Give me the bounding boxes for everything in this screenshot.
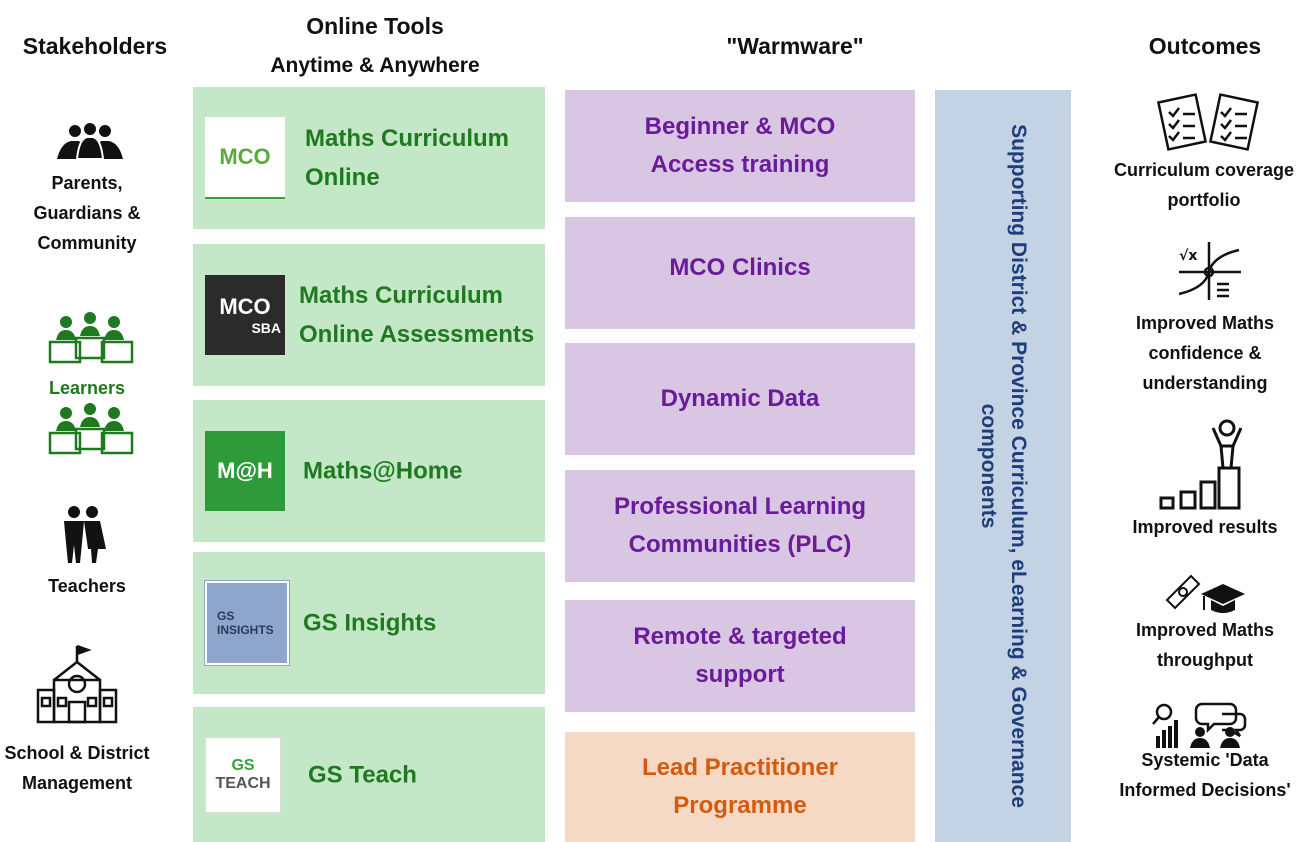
stakeholders-header: Stakeholders [22,33,168,59]
outcome-label: Improved Maths confidence & understandin… [1135,313,1275,393]
checklist-documents-icon [1156,93,1260,151]
sba-logo-text: SBA [251,320,281,336]
gs-insights-logo-text: GS INSIGHTS [217,609,274,637]
online-tools-subheader: Anytime & Anywhere [270,54,480,77]
warmware-label: Lead Practitioner Programme [641,754,839,819]
online-tools-header: Online Tools [306,13,444,39]
teach-logo-text: TEACH [215,774,271,792]
tool-label: GS Teach [308,761,417,788]
mco-logo-text: MCO [219,294,271,319]
outcomes-header: Outcomes [1148,33,1262,59]
stakeholder-label: Teachers [48,576,126,596]
outcome-label: Improved Maths throughput [1135,620,1275,670]
outcome-label: Curriculum coverage portfolio [1113,160,1295,210]
stakeholder-label: Learners [48,378,126,398]
math-graph-icon: √x [1178,242,1241,300]
warmware-beginner-training[interactable]: Beginner & MCO Access training [565,90,915,202]
data-discussion-icon [1152,702,1247,748]
svg-text:√x: √x [1179,248,1197,264]
outcome-label: Systemic 'Data Informed Decisions' [1119,750,1291,800]
warmware-label: Professional Learning Communities (PLC) [613,493,867,558]
warmware-lead-practitioner[interactable]: Lead Practitioner Programme [565,732,915,842]
stakeholder-label: Parents, Guardians & Community [33,173,141,253]
gs-logo-text: GS [231,756,255,774]
warmware-header: "Warmware" [726,33,864,59]
outcome-label: Improved results [1132,517,1278,537]
graduation-diploma-icon [1165,574,1245,613]
tool-mco-assessments[interactable]: MCO SBA Maths Curriculum Online Assessme… [193,244,545,386]
tool-gs-teach[interactable]: GS TEACH GS Teach [193,707,545,842]
warmware-label: Beginner & MCO Access training [644,113,836,178]
school-building-icon [36,644,118,724]
mah-logo-text: M@H [217,458,273,483]
tool-label: Maths@Home [303,457,463,485]
support-bar-label: Supporting District & Province Curriculu… [977,124,1030,808]
people-group-icon [57,123,123,160]
learners-icon [48,312,134,364]
teachers-icon [64,506,106,563]
podium-person-icon [1159,419,1243,510]
tool-label: GS Insights [303,609,437,637]
stakeholder-label: School & District Management [4,743,150,793]
support-bar: Supporting District & Province Curriculu… [935,90,1071,842]
warmware-remote-support[interactable]: Remote & targeted support [565,600,915,712]
tool-label: Maths Curriculum Online Assessments [299,282,535,348]
learners-icon [48,403,134,455]
tool-mco[interactable]: MCO Maths Curriculum Online [193,87,545,229]
warmware-label: Dynamic Data [660,385,820,412]
mco-sba-logo: MCO SBA [205,275,285,355]
tool-gs-insights[interactable]: GS INSIGHTS GS Insights [193,552,545,694]
gs-teach-logo: GS TEACH [205,736,281,813]
warmware-label: MCO Clinics [669,254,811,281]
warmware-plc[interactable]: Professional Learning Communities (PLC) [565,470,915,582]
warmware-label: Remote & targeted support [633,623,847,688]
gs-insights-logo: GS INSIGHTS [204,580,290,666]
mco-logo-text: MCO [219,144,271,169]
tool-label: Maths Curriculum Online [305,125,510,191]
warmware-mco-clinics[interactable]: MCO Clinics [565,217,915,329]
mco-logo: MCO [205,117,285,199]
tool-maths-at-home[interactable]: M@H Maths@Home [193,400,545,542]
mah-logo: M@H [205,431,285,511]
warmware-dynamic-data[interactable]: Dynamic Data [565,343,915,455]
